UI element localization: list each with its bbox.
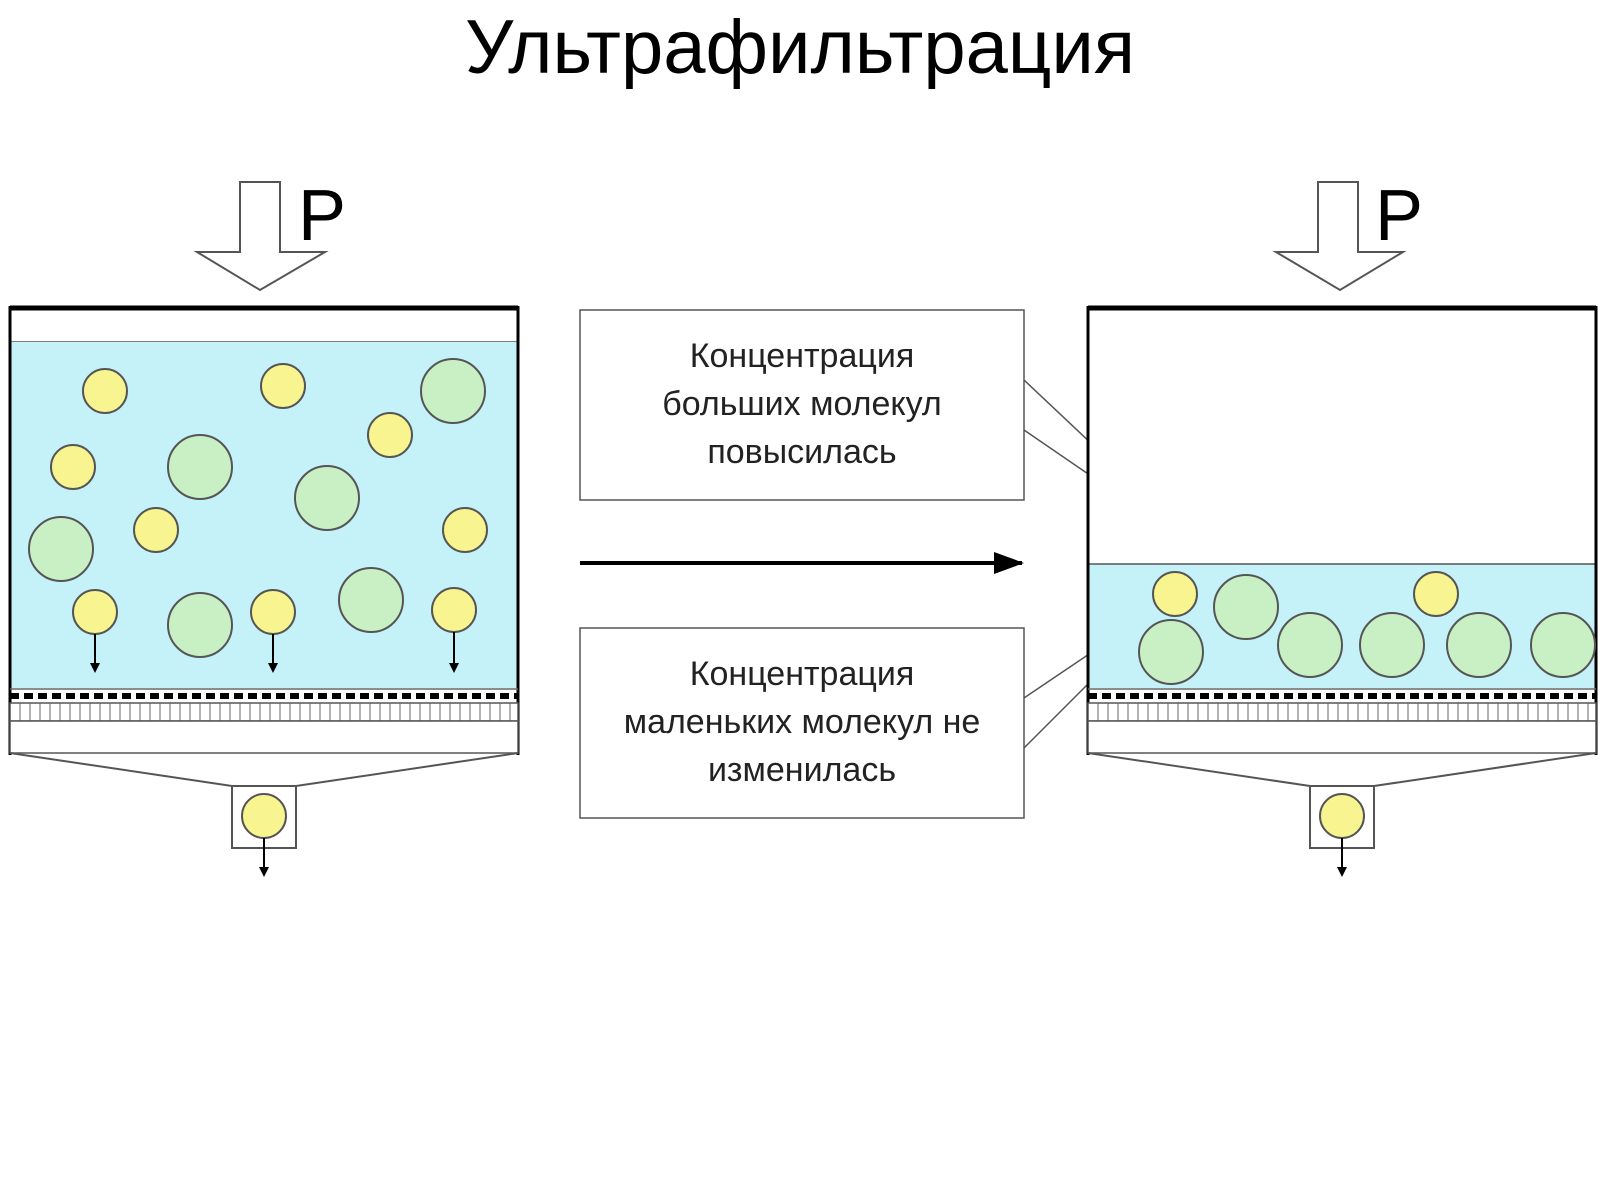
large-molecule bbox=[1359, 612, 1425, 678]
membrane-right bbox=[1087, 688, 1597, 722]
large-molecule bbox=[1277, 612, 1343, 678]
large-molecule bbox=[28, 516, 94, 582]
small-molecule bbox=[367, 412, 413, 458]
pressure-label-left: P bbox=[298, 176, 346, 256]
small-molecule bbox=[1152, 571, 1198, 617]
callout-bottom-line-3: изменилась bbox=[708, 751, 896, 789]
large-molecule bbox=[1446, 612, 1512, 678]
pressure-arrow-left bbox=[193, 181, 329, 292]
funnel-left bbox=[9, 752, 519, 787]
pressure-label-right: P bbox=[1375, 176, 1423, 256]
large-molecule bbox=[294, 465, 360, 531]
small-molecule bbox=[250, 589, 296, 635]
small-molecule bbox=[133, 507, 179, 553]
funnel-right bbox=[1087, 752, 1597, 787]
small-molecule bbox=[50, 444, 96, 490]
callout-top: Концентрация больших молекул повысилась bbox=[579, 309, 1219, 564]
large-molecule bbox=[420, 358, 486, 424]
empty-space-right bbox=[1088, 308, 1596, 564]
callout-bottom: Концентрация маленьких молекул не измени… bbox=[579, 593, 1179, 819]
small-molecule bbox=[72, 589, 118, 635]
piston-gap-left bbox=[9, 307, 519, 343]
flow-arrows-left bbox=[90, 632, 459, 877]
filtrate-small-molecule bbox=[241, 793, 287, 839]
vessel-before: P bbox=[8, 176, 520, 877]
molecules-right bbox=[1138, 571, 1596, 839]
molecules-left bbox=[28, 358, 488, 839]
large-molecule bbox=[1138, 619, 1204, 685]
membrane-left bbox=[9, 688, 519, 722]
small-molecule bbox=[260, 363, 306, 409]
small-molecule bbox=[1413, 571, 1459, 617]
callout-bottom-line-2: маленьких молекул не bbox=[624, 703, 981, 741]
small-molecule bbox=[82, 368, 128, 414]
callout-bottom-line-1: Концентрация bbox=[690, 655, 915, 693]
small-molecule bbox=[442, 507, 488, 553]
callout-top-line-2: больших молекул bbox=[662, 385, 942, 423]
large-molecule bbox=[1530, 612, 1596, 678]
large-molecule bbox=[338, 567, 404, 633]
large-molecule bbox=[167, 434, 233, 500]
large-molecule bbox=[1213, 574, 1279, 640]
page-title: Ультрафильтрация bbox=[464, 5, 1135, 90]
process-arrowhead bbox=[994, 552, 1024, 574]
callout-top-line-3: повысилась bbox=[707, 433, 896, 471]
large-molecule bbox=[167, 592, 233, 658]
pressure-arrow-right bbox=[1272, 181, 1407, 292]
vessel-after: P bbox=[1086, 176, 1598, 877]
filtrate-small-molecule bbox=[1319, 793, 1365, 839]
callout-top-line-1: Концентрация bbox=[690, 337, 915, 375]
small-molecule bbox=[431, 587, 477, 633]
